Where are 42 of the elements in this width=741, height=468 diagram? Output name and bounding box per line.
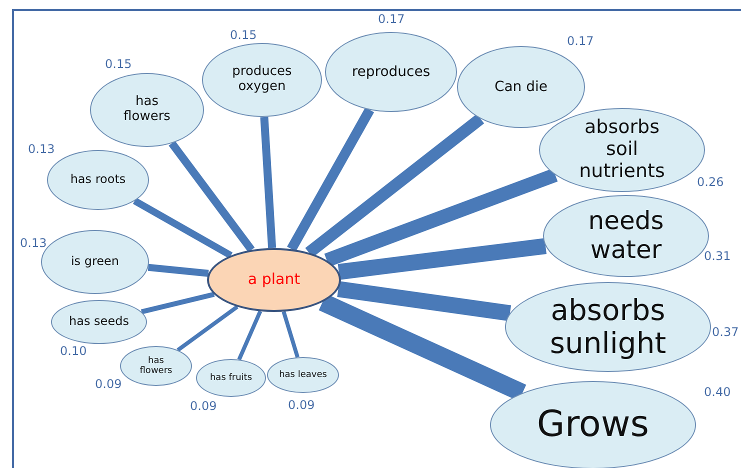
weight-value: 0.09 xyxy=(95,377,122,391)
weight-value: 0.26 xyxy=(697,175,724,189)
weight-value: 0.13 xyxy=(20,236,47,250)
node-label: Can die xyxy=(494,78,548,96)
concept-ellipse xyxy=(267,357,339,393)
connector-line xyxy=(140,292,215,314)
connector-line xyxy=(237,310,262,360)
connector-line xyxy=(324,168,558,267)
weight-value: 0.17 xyxy=(567,34,594,48)
node-label: needs water xyxy=(587,207,665,265)
connector-line xyxy=(260,116,276,248)
connector-line xyxy=(305,114,484,258)
node-label: has flowers xyxy=(122,95,172,125)
weight-value: 0.17 xyxy=(378,12,405,26)
weight-value: 0.40 xyxy=(704,385,731,399)
node-label: has seeds xyxy=(69,315,129,329)
weight-value: 0.09 xyxy=(288,398,315,412)
node-label: absorbs sunlight xyxy=(548,294,668,360)
node-label: has fruits xyxy=(210,372,252,384)
node-label: Grows xyxy=(536,404,650,446)
connector-line xyxy=(132,198,233,259)
weight-value: 0.09 xyxy=(190,399,217,413)
central-ellipse xyxy=(207,248,341,312)
node-label: a plant xyxy=(248,271,300,289)
weight-value: 0.13 xyxy=(28,142,55,156)
connector-line xyxy=(338,238,547,280)
weight-value: 0.37 xyxy=(712,325,739,339)
connector-line xyxy=(282,311,300,358)
weight-value: 0.31 xyxy=(704,249,731,263)
connector-line xyxy=(148,264,209,277)
weight-value: 0.10 xyxy=(60,344,87,358)
weight-value: 0.15 xyxy=(230,28,257,42)
connector-line xyxy=(176,305,238,352)
node-label: absorbs soil nutrients xyxy=(578,117,666,183)
node-label: reproduces xyxy=(352,64,430,80)
node-label: has leaves xyxy=(279,370,327,380)
connector-line xyxy=(337,281,512,322)
node-label: has roots xyxy=(70,173,126,187)
weight-value: 0.15 xyxy=(105,57,132,71)
node-label: has flowers xyxy=(138,356,174,376)
node-label: produces oxygen xyxy=(231,65,293,95)
node-label: is green xyxy=(70,255,120,269)
